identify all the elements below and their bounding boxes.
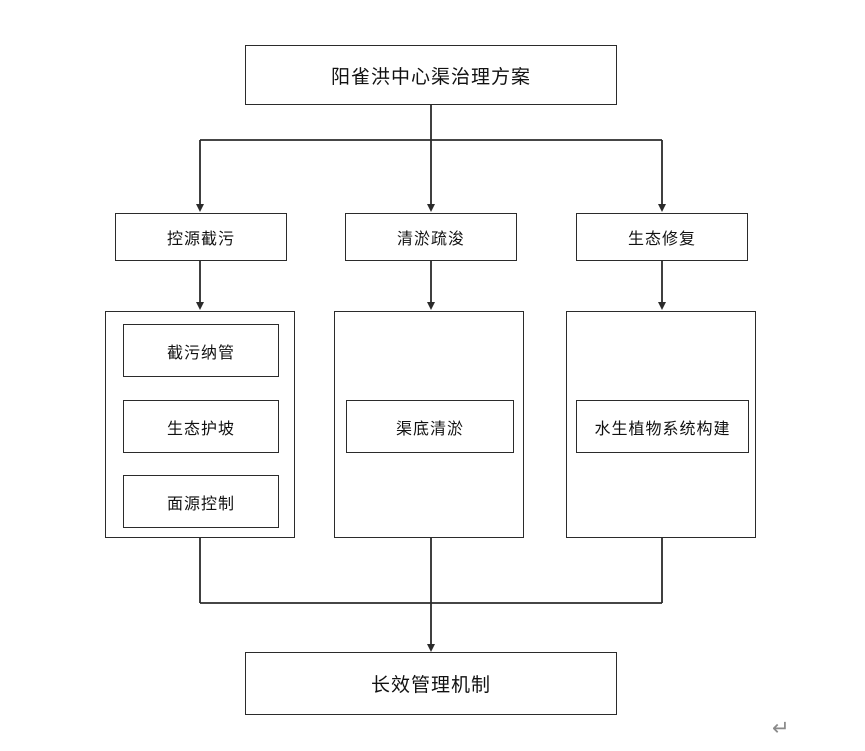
node-measure-nonpoint-source-control[interactable]: 面源控制 <box>123 475 279 528</box>
node-category-ecological-restoration[interactable]: 生态修复 <box>576 213 748 261</box>
paragraph-mark-icon: ↵ <box>772 717 790 740</box>
node-measure-channel-bed-dredging[interactable]: 渠底清淤 <box>346 400 514 453</box>
node-measure-aquatic-plant-system[interactable]: 水生植物系统构建 <box>576 400 749 453</box>
group-container-dredging: 渠底清淤 <box>334 311 524 538</box>
node-measure-ecological-slope[interactable]: 生态护坡 <box>123 400 279 453</box>
group-container-ecological-restoration: 水生植物系统构建 <box>566 311 756 538</box>
group-container-control-pollution: 截污纳管 生态护坡 面源控制 <box>105 311 295 538</box>
node-long-term-management[interactable]: 长效管理机制 <box>245 652 617 715</box>
node-category-control-pollution[interactable]: 控源截污 <box>115 213 287 261</box>
node-title[interactable]: 阳雀洪中心渠治理方案 <box>245 45 617 105</box>
node-category-dredging[interactable]: 清淤疏浚 <box>345 213 517 261</box>
node-measure-interception-pipe[interactable]: 截污纳管 <box>123 324 279 377</box>
